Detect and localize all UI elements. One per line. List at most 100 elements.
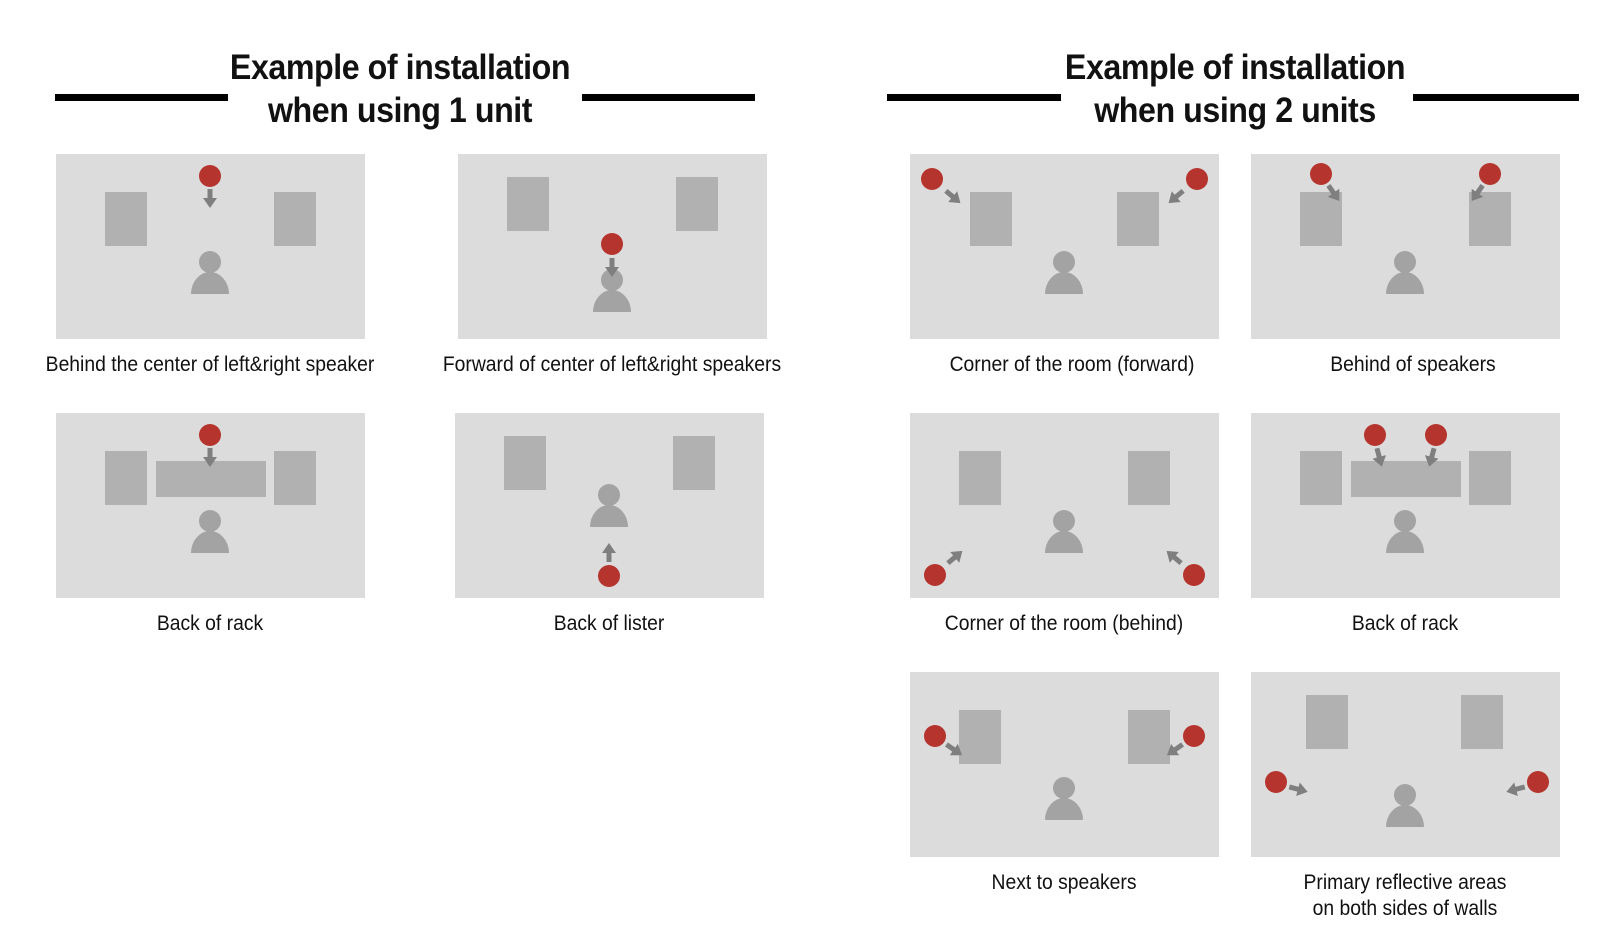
speaker-right xyxy=(673,436,715,490)
diagram-next-to-speakers xyxy=(910,672,1219,857)
title-rule-left-1 xyxy=(55,94,228,101)
speaker-right xyxy=(1128,451,1170,505)
speaker-right xyxy=(1469,192,1511,246)
arrow-icon-right xyxy=(1506,782,1526,797)
caption: Behind of speakers xyxy=(1330,353,1496,376)
unit-marker-right xyxy=(1186,168,1208,190)
arrow-icon-right xyxy=(1168,188,1185,204)
unit-marker-left xyxy=(1364,424,1386,446)
listener-icon xyxy=(191,510,229,553)
diagram-corner-forward xyxy=(910,154,1219,339)
room-diagram xyxy=(1300,163,1511,294)
arrow-icon-left xyxy=(1288,782,1308,797)
unit-marker-left xyxy=(921,168,943,190)
diagram-corner-behind xyxy=(910,413,1219,598)
room-diagram xyxy=(924,451,1205,586)
listener-icon xyxy=(1386,251,1424,294)
unit-marker-left xyxy=(924,725,946,747)
speaker-left xyxy=(1300,192,1342,246)
arrow-icon xyxy=(203,189,217,208)
unit-marker xyxy=(199,165,221,187)
listener-icon xyxy=(1386,510,1424,553)
caption: Back of rack xyxy=(156,612,264,635)
arrow-icon-right xyxy=(1471,184,1485,202)
room-diagram xyxy=(1265,695,1549,827)
speaker-right xyxy=(1469,451,1511,505)
unit-marker xyxy=(199,424,221,446)
speaker-left xyxy=(105,451,147,505)
room-diagram xyxy=(507,177,718,312)
caption: Corner of the room (behind) xyxy=(944,612,1184,635)
caption: Corner of the room (forward) xyxy=(949,353,1195,376)
unit-marker-left xyxy=(924,564,946,586)
arrow-icon-left xyxy=(944,188,961,204)
unit-marker-right xyxy=(1425,424,1447,446)
caption: Next to speakers xyxy=(991,871,1137,894)
listener-icon xyxy=(1045,777,1083,820)
diagram-side-walls xyxy=(1251,672,1560,857)
diagram-back-of-listener xyxy=(455,413,764,598)
unit-marker-right xyxy=(1183,725,1205,747)
unit-marker xyxy=(598,565,620,587)
speaker-left xyxy=(970,192,1012,246)
room-diagram xyxy=(921,168,1208,294)
arrow-icon-right xyxy=(1166,742,1184,756)
speaker-right xyxy=(274,192,316,246)
caption-line1: Primary reflective areas xyxy=(1303,871,1507,894)
arrow-icon xyxy=(602,543,616,562)
caption: Back of rack xyxy=(1351,612,1459,635)
arrow-icon-left xyxy=(1326,184,1340,202)
listener-icon xyxy=(1045,510,1083,553)
caption: Behind the center of left&right speaker xyxy=(45,353,375,376)
speaker-left xyxy=(105,192,147,246)
section-title-2-units: Example of installation when using 2 uni… xyxy=(1042,46,1428,132)
speaker-left xyxy=(504,436,546,490)
diagram-back-of-rack-1 xyxy=(56,413,365,598)
unit-marker-right xyxy=(1527,771,1549,793)
room-diagram xyxy=(924,710,1205,820)
title-rule-right-1 xyxy=(582,94,755,101)
room-diagram xyxy=(105,424,316,553)
title-rule-left-2 xyxy=(887,94,1061,101)
room-diagram xyxy=(1300,424,1511,553)
section-title-line1: Example of installation xyxy=(229,48,571,87)
section-title-1-unit: Example of installation when using 1 uni… xyxy=(207,46,593,132)
diagram-back-of-rack-2 xyxy=(1251,413,1560,598)
speaker-left xyxy=(959,710,1001,764)
room-diagram xyxy=(105,165,316,294)
listener-icon xyxy=(590,484,628,527)
diagram-forward-center xyxy=(458,154,767,339)
section-title-line2: when using 2 units xyxy=(1094,91,1376,130)
speaker-right xyxy=(1117,192,1159,246)
unit-marker-left xyxy=(1265,771,1287,793)
caption-line2: on both sides of walls xyxy=(1312,897,1498,920)
speaker-right xyxy=(1128,710,1170,764)
speaker-right xyxy=(274,451,316,505)
caption: Forward of center of left&right speakers xyxy=(442,353,782,376)
diagram-behind-speakers xyxy=(1251,154,1560,339)
diagram-behind-center xyxy=(56,154,365,339)
section-title-line1: Example of installation xyxy=(1064,48,1406,87)
listener-icon xyxy=(191,251,229,294)
arrow-icon-right xyxy=(1166,550,1183,566)
listener-icon xyxy=(1386,784,1424,827)
unit-marker xyxy=(601,233,623,255)
listener-icon xyxy=(1045,251,1083,294)
caption-multiline: Primary reflective areas on both sides o… xyxy=(1221,870,1589,922)
arrow-icon-left xyxy=(946,550,963,566)
arrow-icon xyxy=(203,448,217,467)
speaker-right xyxy=(676,177,718,231)
arrow-icon-left xyxy=(945,742,963,756)
speaker-left xyxy=(1300,451,1342,505)
rack xyxy=(1351,461,1461,497)
speaker-left xyxy=(1306,695,1348,749)
unit-marker-right xyxy=(1183,564,1205,586)
unit-marker-left xyxy=(1310,163,1332,185)
section-title-line2: when using 1 unit xyxy=(267,91,533,130)
listener-icon xyxy=(593,269,631,312)
speaker-left xyxy=(507,177,549,231)
speaker-left xyxy=(959,451,1001,505)
rack xyxy=(156,461,266,497)
arrow-icon xyxy=(605,258,619,277)
title-rule-right-2 xyxy=(1413,94,1579,101)
